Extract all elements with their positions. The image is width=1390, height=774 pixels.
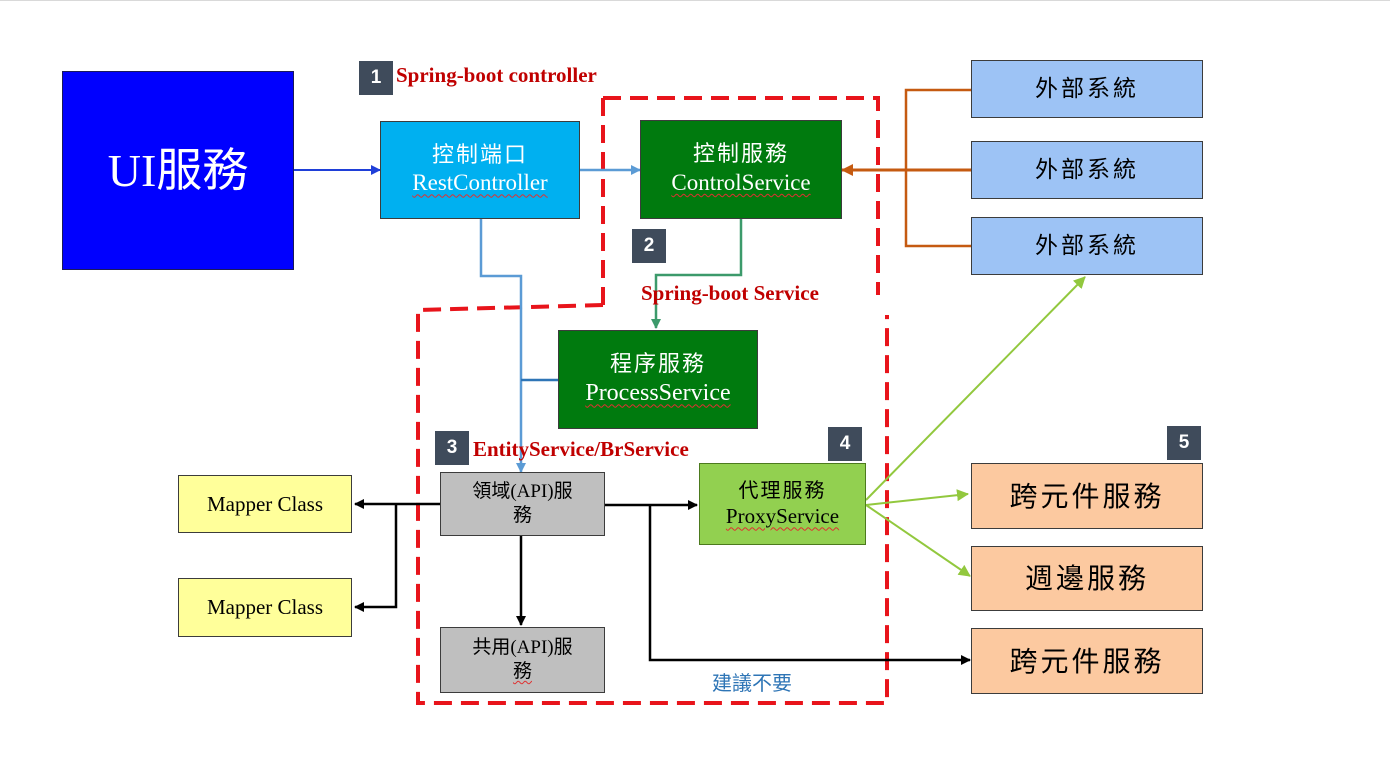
mapper-class-box: Mapper Class: [178, 578, 352, 637]
top-divider: [0, 0, 1390, 1]
control-service-box: 控制服務 ControlService: [640, 120, 842, 219]
external-system-box: 外部系統: [971, 217, 1203, 275]
step-tag: 4: [828, 427, 862, 461]
proxy-service-name: ProxyService: [725, 504, 840, 529]
proxy-to-external-arrow: [865, 276, 1086, 501]
proxy-to-cross-component-arrow: [865, 489, 969, 506]
controller-boundary: [603, 96, 880, 295]
process-service-name: ProcessService: [585, 380, 731, 407]
common-service-title: 共用(API)服: [472, 637, 573, 659]
step-tag: 1: [359, 61, 393, 95]
external-system-box: 外部系統: [971, 141, 1203, 199]
service-boundary: [416, 303, 889, 705]
proxy-service-box: 代理服務 ProxyService: [699, 463, 866, 545]
external-system-label: 外部系統: [1035, 75, 1139, 102]
external-system-label: 外部系統: [1035, 156, 1139, 183]
peripheral-service-box: 週邊服務: [971, 546, 1203, 611]
process-service-title: 程序服務: [609, 351, 706, 377]
control-to-process-arrow: [651, 219, 743, 329]
ui-service-box: UI服務: [62, 71, 294, 270]
domain-to-mapper-2-arrow: [354, 504, 398, 612]
mapper-class-box: Mapper Class: [178, 475, 352, 533]
proxy-to-peripheral-arrow: [865, 504, 971, 577]
cross-component-service-label: 跨元件服務: [1009, 644, 1165, 678]
external-system-label: 外部系統: [1035, 232, 1139, 259]
step-tag: 3: [435, 431, 469, 465]
peripheral-service-label: 週邊服務: [1024, 562, 1149, 595]
proxy-service-title: 代理服務: [738, 478, 827, 503]
process-service-box: 程序服務 ProcessService: [558, 330, 758, 429]
control-service-name: ControlService: [671, 169, 811, 195]
rest-controller-name: RestController: [412, 170, 548, 196]
external-feed-line: [904, 88, 971, 248]
step-tag: 5: [1167, 426, 1201, 460]
entity-layer-label: EntityService/BrService: [473, 437, 689, 461]
domain-service-box: 領域(API)服 務: [440, 472, 605, 536]
rest-to-domain-arrow: [479, 219, 526, 473]
domain-service-title: 領域(API)服: [472, 481, 573, 503]
cross-component-service-label: 跨元件服務: [1009, 479, 1165, 513]
control-service-title: 控制服務: [692, 142, 789, 168]
mapper-class-label: Mapper Class: [206, 595, 324, 620]
ui-service-label: UI服務: [107, 144, 249, 196]
service-layer-label: Spring-boot Service: [641, 281, 819, 305]
domain-service-title-cont: 務: [512, 505, 532, 526]
common-service-box: 共用(API)服 務: [440, 627, 605, 693]
cross-component-service-box: 跨元件服務: [971, 628, 1203, 694]
rest-controller-title: 控制端口: [431, 142, 528, 168]
rest-controller-box: 控制端口 RestController: [380, 121, 580, 219]
mapper-class-label: Mapper Class: [206, 491, 324, 516]
controller-layer-label: Spring-boot controller: [396, 63, 597, 87]
cross-component-service-box: 跨元件服務: [971, 463, 1203, 529]
step-tag: 2: [632, 229, 666, 263]
external-system-box: 外部系統: [971, 60, 1203, 118]
not-recommended-note: 建議不要: [712, 671, 792, 695]
common-service-title-cont: 務: [512, 661, 532, 682]
domain-to-cross-component-arrow: [648, 505, 971, 665]
